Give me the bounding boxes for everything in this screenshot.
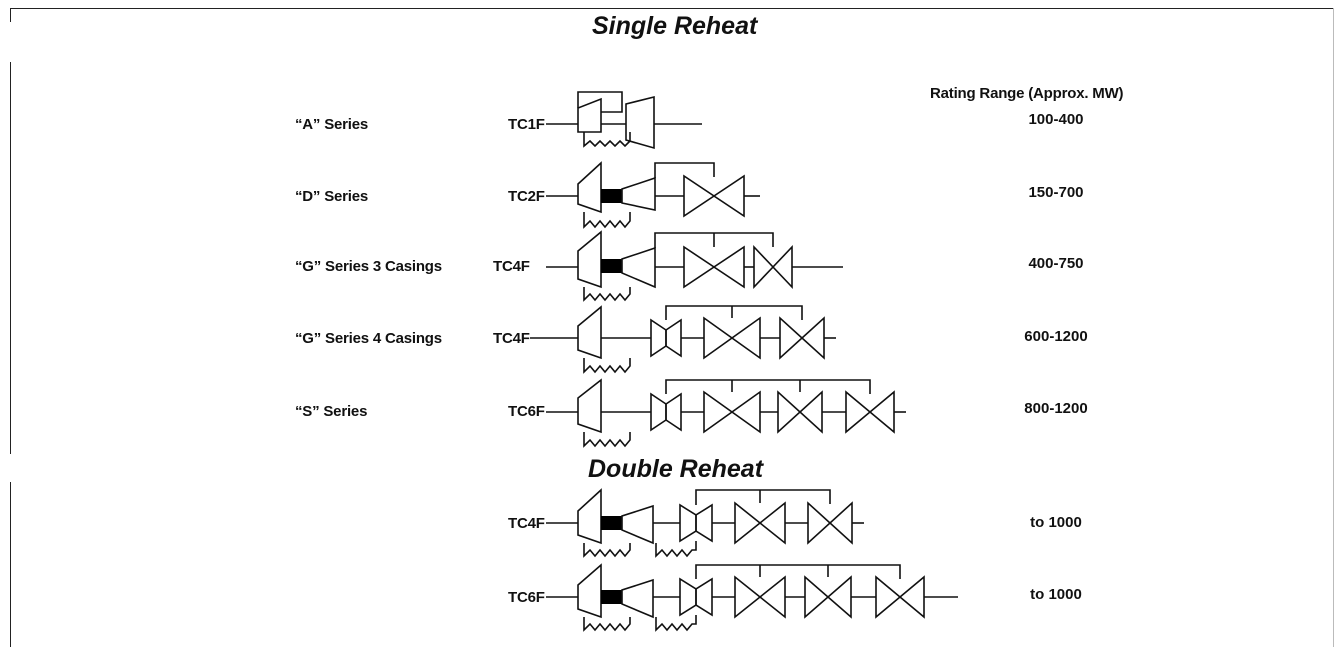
series-label-d: “D” Series xyxy=(295,188,369,205)
schematic-tc4f-g-3-casings xyxy=(546,230,843,302)
frame-left-border-upper xyxy=(10,62,11,454)
code-label-tc4f-g3: TC4F xyxy=(493,258,530,275)
rating-range-header: Rating Range (Approx. MW) xyxy=(930,85,1124,102)
code-label-tc6f-dr: TC6F xyxy=(508,589,545,606)
single-reheat-title: Single Reheat xyxy=(592,12,758,40)
frame-corner-tick xyxy=(10,8,11,22)
series-label-g3: “G” Series 3 Casings xyxy=(295,258,442,275)
schematic-tc4f-double-reheat xyxy=(546,488,864,558)
code-label-tc2f: TC2F xyxy=(508,188,545,205)
series-label-a: “A” Series xyxy=(295,116,369,133)
rating-value-s: 800-1200 xyxy=(1024,400,1088,417)
rating-value-g4: 600-1200 xyxy=(1024,328,1088,345)
series-label-s: “S” Series xyxy=(295,403,368,420)
schematic-tc1f-a-series xyxy=(546,91,702,150)
code-label-tc4f-dr: TC4F xyxy=(508,515,545,532)
series-label-g4: “G” Series 4 Casings xyxy=(295,330,442,347)
schematic-tc6f-double-reheat xyxy=(546,563,958,632)
rating-value-g3: 400-750 xyxy=(1028,255,1084,272)
code-label-tc1f: TC1F xyxy=(508,116,545,133)
rating-value-a: 100-400 xyxy=(1028,111,1084,128)
rating-value-dr2: to 1000 xyxy=(1030,586,1082,603)
frame-top-border xyxy=(10,8,1334,9)
code-label-tc4f-g4: TC4F xyxy=(493,330,530,347)
rating-value-d: 150-700 xyxy=(1028,184,1084,201)
schematic-tc6f-s-series xyxy=(546,378,906,448)
frame-left-border-lower xyxy=(10,482,11,647)
rating-value-dr1: to 1000 xyxy=(1030,514,1082,531)
schematic-tc4f-g-4-casings xyxy=(530,305,836,374)
code-label-tc6f-s: TC6F xyxy=(508,403,545,420)
schematic-tc2f-d-series xyxy=(546,161,760,229)
double-reheat-title: Double Reheat xyxy=(588,455,764,483)
